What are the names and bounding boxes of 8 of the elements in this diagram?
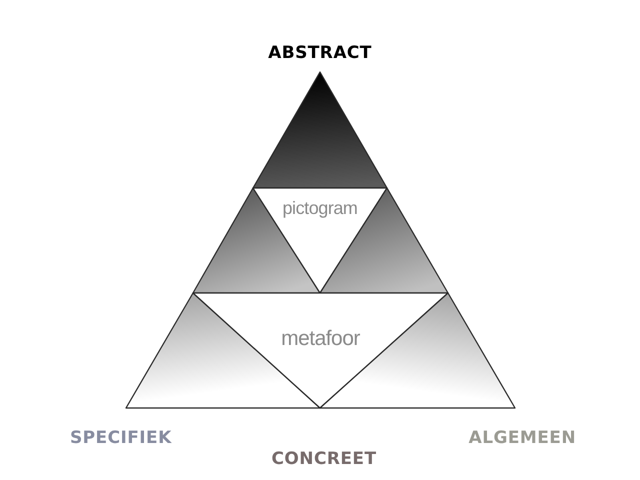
segment-label: pictogram xyxy=(282,197,358,220)
inverted-triangle xyxy=(253,188,387,293)
triangle-segment xyxy=(253,72,387,188)
scale-label: CONCREET xyxy=(272,449,376,469)
segment-label: metafoor xyxy=(281,326,360,352)
scale-label: ALGEMEEN xyxy=(468,428,576,448)
scale-label: ABSTRACT xyxy=(268,43,372,63)
scale-label: SPECIFIEK xyxy=(70,428,172,448)
